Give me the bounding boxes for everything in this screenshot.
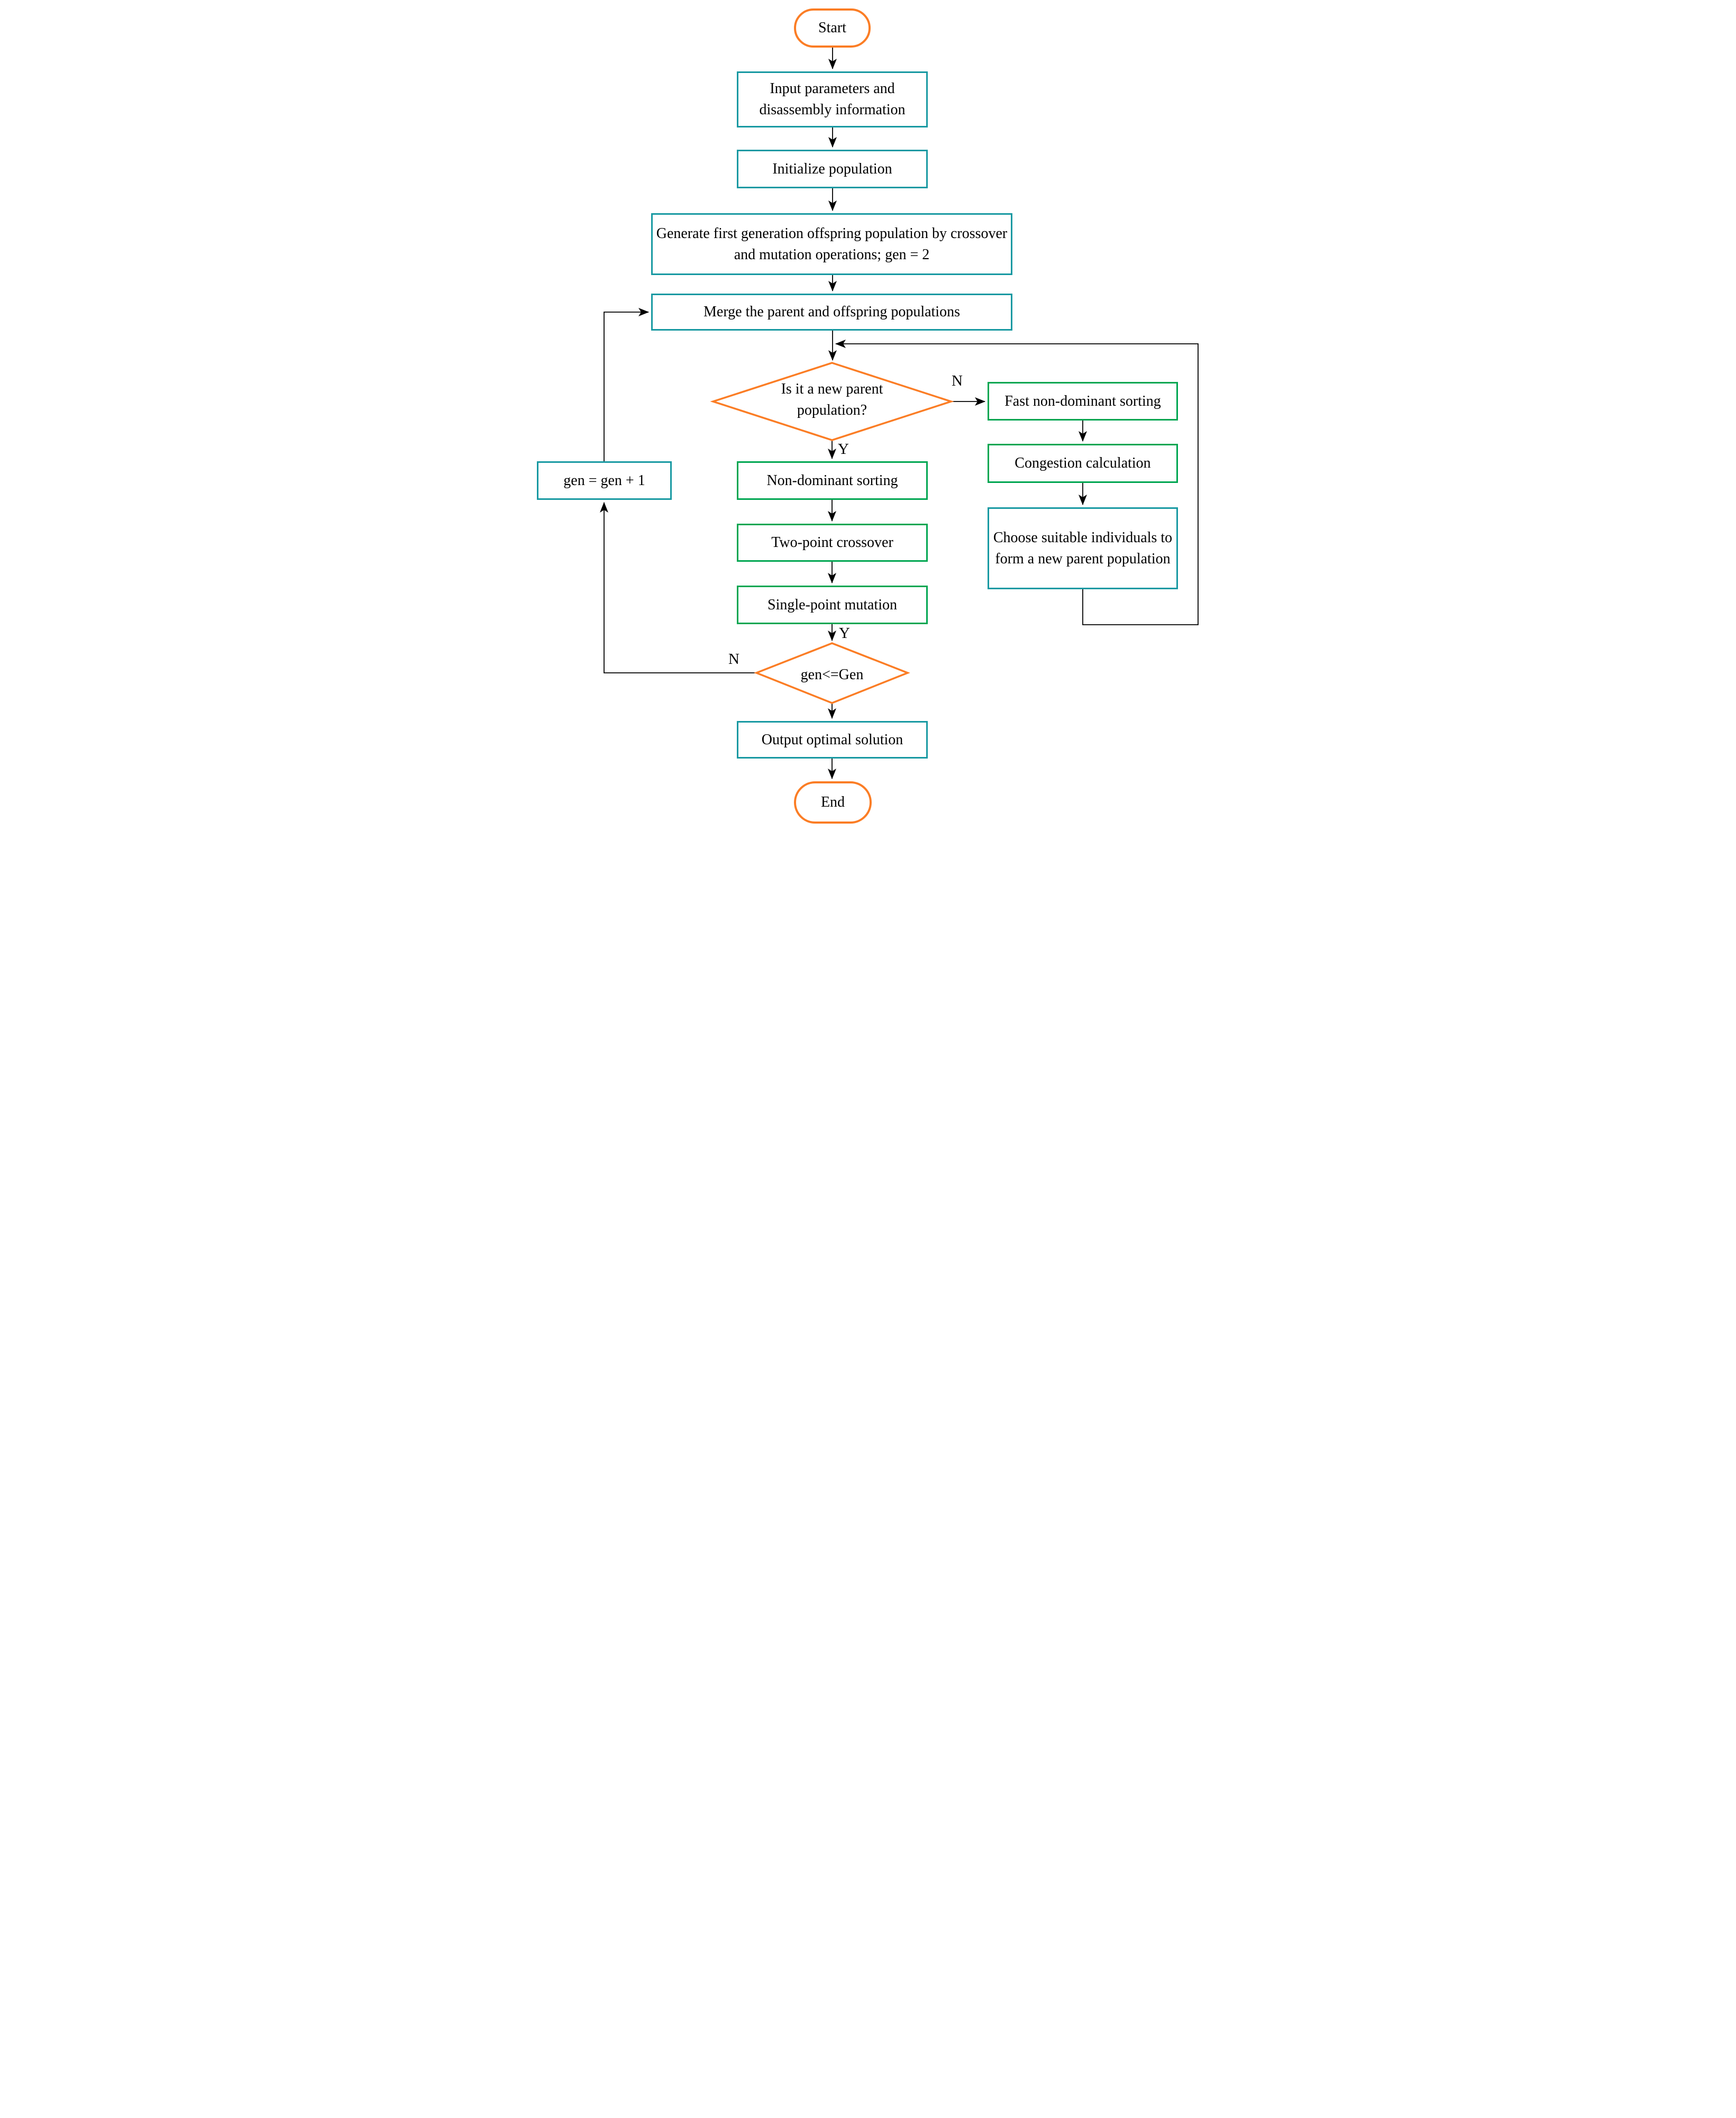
- decision-gen-check-shape: [754, 642, 910, 704]
- node-merge: Merge the parent and offspring populatio…: [651, 294, 1012, 331]
- node-generate: Generate first generation offspring popu…: [651, 213, 1012, 275]
- edge-decision2-geninc: [600, 502, 756, 673]
- node-gen-inc: gen = gen + 1: [537, 461, 672, 500]
- decision-is-new-parent-label: Is it a new parent population?: [781, 381, 883, 418]
- node-congestion-label: Congestion calculation: [1015, 455, 1151, 472]
- node-spm-label: Single-point mutation: [768, 596, 897, 613]
- edge-choose-feedback: [835, 340, 1199, 625]
- node-initialize: Initialize population: [737, 150, 928, 188]
- node-nds-label: Non-dominant sorting: [766, 472, 898, 489]
- node-fast-sort-label: Fast non-dominant sorting: [1004, 392, 1161, 409]
- branch-label-d1-yes: Y: [838, 441, 849, 458]
- node-merge-label: Merge the parent and offspring populatio…: [703, 304, 960, 321]
- flow-connectors: [600, 48, 1199, 779]
- node-input-label: Input parameters and disassembly informa…: [759, 80, 906, 118]
- node-congestion: Congestion calculation: [988, 444, 1178, 483]
- decision-gen-check-label: gen<=Gen: [800, 667, 864, 683]
- decision-is-new-parent-shape: [710, 362, 954, 441]
- branch-label-d2-no: N: [728, 651, 739, 668]
- node-start-label: Start: [818, 20, 846, 36]
- node-choose: Choose suitable individuals to form a ne…: [988, 507, 1178, 589]
- node-start: Start: [794, 8, 871, 48]
- edge-geninc-merge: [604, 308, 649, 461]
- node-tpc-label: Two-point crossover: [771, 534, 893, 551]
- node-choose-label: Choose suitable individuals to form a ne…: [993, 529, 1173, 567]
- node-end: End: [794, 781, 872, 824]
- flowchart: Start End Input parameters and disassemb…: [529, 0, 1207, 826]
- node-initialize-label: Initialize population: [772, 160, 892, 177]
- node-output-label: Output optimal solution: [761, 731, 903, 748]
- node-nds: Non-dominant sorting: [737, 461, 928, 500]
- node-gen-inc-label: gen = gen + 1: [563, 472, 645, 489]
- node-tpc: Two-point crossover: [737, 524, 928, 562]
- branch-label-d2-yes: Y: [839, 625, 850, 642]
- branch-label-d1-no: N: [952, 372, 963, 389]
- node-end-label: End: [820, 794, 845, 811]
- node-output: Output optimal solution: [737, 721, 928, 759]
- node-generate-label: Generate first generation offspring popu…: [656, 225, 1008, 263]
- node-fast-sort: Fast non-dominant sorting: [988, 382, 1178, 421]
- node-spm: Single-point mutation: [737, 586, 928, 624]
- node-input: Input parameters and disassembly informa…: [737, 71, 928, 127]
